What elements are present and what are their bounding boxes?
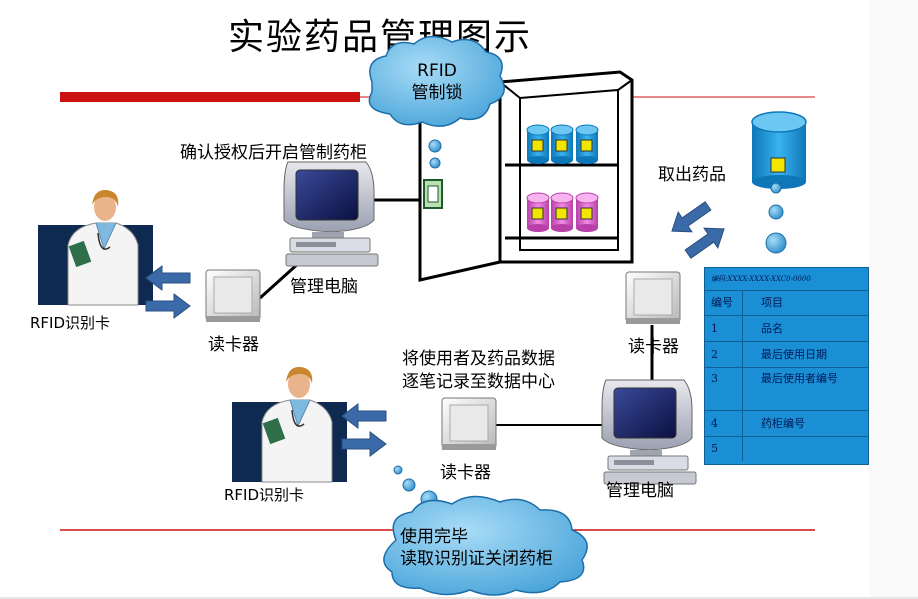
confirm-label: 确认授权后开启管制药柜 <box>180 143 367 163</box>
exchange-arrows-icon <box>341 403 387 457</box>
table-cell: 5 <box>705 437 743 461</box>
bottom-divider <box>0 597 918 599</box>
table-cell <box>743 437 868 461</box>
pc-bottom-label: 管理电脑 <box>606 481 674 501</box>
table-row: 2 最后使用日期 <box>705 342 868 368</box>
reader-right-label: 读卡器 <box>628 337 679 357</box>
table-cell: 3 <box>705 368 743 410</box>
record-line-2: 逐笔记录至数据中心 <box>402 372 555 392</box>
rfid-top-label: RFID识别卡 <box>30 314 111 332</box>
bubble <box>768 204 784 220</box>
reader-left-label: 读卡器 <box>208 335 259 355</box>
bubble <box>429 157 441 169</box>
card-reader-icon <box>205 269 261 323</box>
reader-bottom-label: 读卡器 <box>440 463 491 483</box>
bubble <box>402 478 416 492</box>
table-cell: 1 <box>705 316 743 341</box>
cloud-icon <box>383 495 588 596</box>
lock-icon <box>423 179 443 209</box>
record-line-1: 将使用者及药品数据 <box>402 349 555 369</box>
card-reader-icon <box>441 397 497 451</box>
table-row: 4 药柜编号 <box>705 411 868 437</box>
bubble <box>765 232 787 254</box>
table-cell: 品名 <box>761 322 783 335</box>
cloud-top-text: RFID 管制锁 <box>411 61 463 103</box>
table-cell: 项目 <box>761 296 783 309</box>
table-cell: 4 <box>705 411 743 436</box>
cloud-bottom-text: 使用完毕 读取识别证关闭药柜 <box>400 527 553 569</box>
record-table-header: 编码:XXXX-XXXX-XXC0-0000 <box>705 268 868 291</box>
record-table: 编码:XXXX-XXXX-XXC0-0000 编号 项目 1 品名 2 最后使用… <box>704 267 869 465</box>
computer-icon <box>601 379 697 485</box>
exchange-arrows-icon <box>664 195 732 265</box>
computer-icon <box>283 161 379 267</box>
table-row: 5 <box>705 437 868 461</box>
right-margin <box>869 0 918 597</box>
bubble <box>428 139 442 153</box>
doctor-icon <box>231 366 348 483</box>
table-row: 编号 项目 <box>705 291 868 316</box>
table-cell: 最后使用者编号 <box>761 372 838 385</box>
table-row: 1 品名 <box>705 316 868 342</box>
bottle-icon <box>751 111 807 189</box>
pc-top-label: 管理电脑 <box>290 277 358 297</box>
rfid-bottom-label: RFID识别卡 <box>224 486 305 504</box>
reader-pc-line <box>258 260 302 300</box>
table-row: 3 最后使用者编号 <box>705 368 868 411</box>
bubble <box>393 465 403 475</box>
table-cell: 2 <box>705 342 743 367</box>
take-out-label: 取出药品 <box>658 165 726 185</box>
cloud-icon <box>368 35 505 127</box>
table-cell: 最后使用日期 <box>761 348 827 361</box>
table-cell: 编号 <box>705 291 743 315</box>
card-reader-icon <box>625 271 681 325</box>
doctor-icon <box>37 189 154 306</box>
bubble <box>770 182 782 194</box>
table-cell: 药柜编号 <box>761 417 805 430</box>
